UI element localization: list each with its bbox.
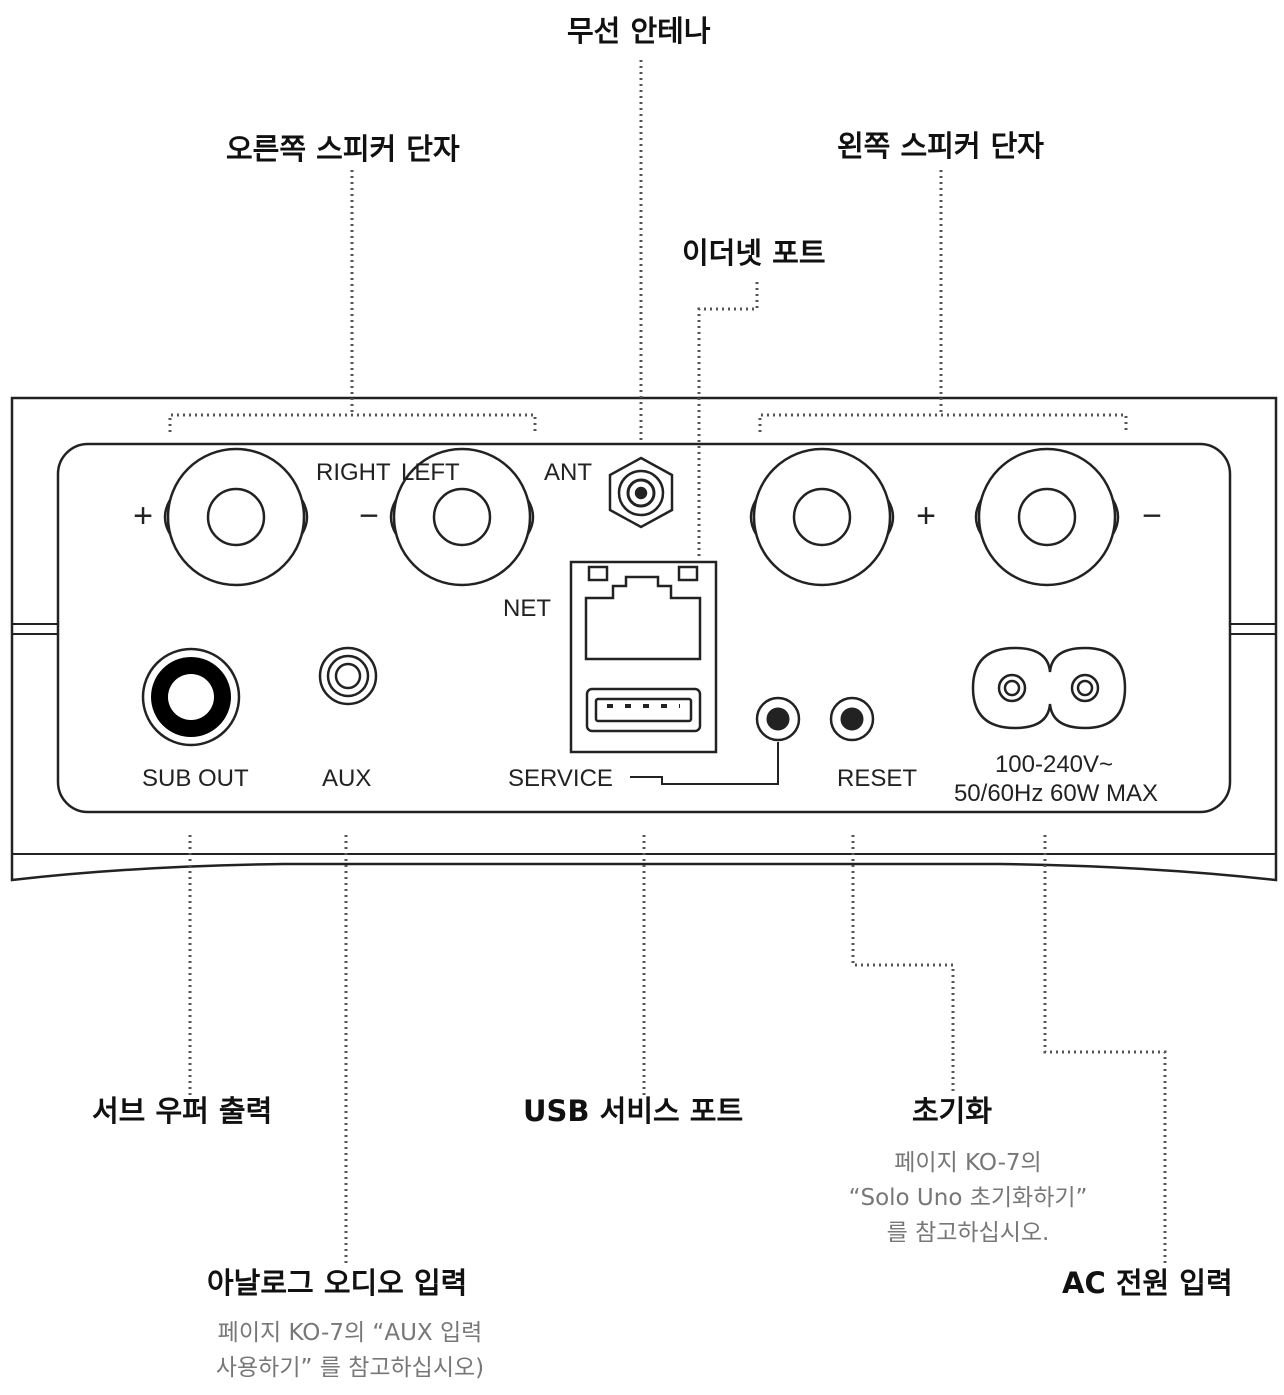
connector-panel	[56, 442, 1232, 814]
reset-callout: 초기화	[912, 1094, 993, 1128]
speaker-terminal-right-minus[interactable]	[389, 447, 535, 587]
left-label: LEFT	[401, 459, 460, 486]
aux-input-callout: 아날로그 오디오 입력	[207, 1266, 468, 1300]
aux-note-line: 페이지 KO-7의 “AUX 입력	[217, 1320, 483, 1346]
voltage-label: 100-240V~	[995, 751, 1113, 778]
ethernet-port[interactable]	[584, 565, 702, 661]
antenna-connector[interactable]	[608, 456, 674, 529]
service-pinhole[interactable]	[755, 696, 801, 742]
reset-note-line: 페이지 KO-7의	[894, 1150, 1042, 1176]
ac-power-inlet[interactable]	[971, 646, 1127, 730]
left-minus-label: −	[1142, 497, 1162, 535]
aux-label: AUX	[322, 765, 371, 792]
reset-note-line: “Solo Uno 초기화하기”	[848, 1185, 1088, 1211]
left-plus-label: +	[916, 497, 936, 535]
service-label: SERVICE	[508, 765, 613, 792]
right-speaker-callout: 오른쪽 스피커 단자	[226, 132, 460, 166]
ethernet-callout: 이더넷 포트	[682, 236, 826, 270]
sub-out-jack[interactable]	[141, 647, 241, 747]
device-body	[10, 396, 1278, 882]
aux-note-line: 사용하기” 를 참고하십시오)	[215, 1355, 485, 1381]
sub-out-label: SUB OUT	[142, 765, 249, 792]
leader-lines	[168, 60, 1167, 1265]
reset-label: RESET	[837, 765, 917, 792]
right-label: RIGHT	[316, 459, 391, 486]
reset-note: 페이지 KO-7의 “Solo Uno 초기화하기” 를 참고하십시오.	[818, 1146, 1118, 1251]
speaker-terminal-left-plus[interactable]	[749, 447, 895, 587]
ethernet-usb-block	[569, 560, 718, 754]
reset-button[interactable]	[829, 696, 875, 742]
right-minus-label: −	[359, 497, 379, 535]
ant-label: ANT	[544, 459, 592, 486]
power-label: 50/60Hz 60W MAX	[954, 780, 1158, 807]
usb-service-port[interactable]	[585, 687, 702, 733]
ac-input-callout: AC 전원 입력	[1062, 1266, 1233, 1300]
speaker-terminal-right-plus[interactable]	[163, 447, 309, 587]
net-label: NET	[503, 595, 551, 622]
right-plus-label: +	[133, 497, 153, 535]
aux-jack[interactable]	[318, 646, 378, 706]
speaker-terminal-left-minus[interactable]	[974, 447, 1120, 587]
reset-note-line: 를 참고하십시오.	[886, 1220, 1050, 1246]
subwoofer-callout: 서브 우퍼 출력	[92, 1094, 273, 1128]
usb-service-callout: USB 서비스 포트	[523, 1094, 744, 1128]
antenna-callout: 무선 안테나	[567, 14, 711, 48]
service-connector-line	[630, 742, 779, 785]
aux-note: 페이지 KO-7의 “AUX 입력 사용하기” 를 참고하십시오)	[145, 1316, 555, 1386]
left-speaker-callout: 왼쪽 스피커 단자	[837, 129, 1044, 163]
